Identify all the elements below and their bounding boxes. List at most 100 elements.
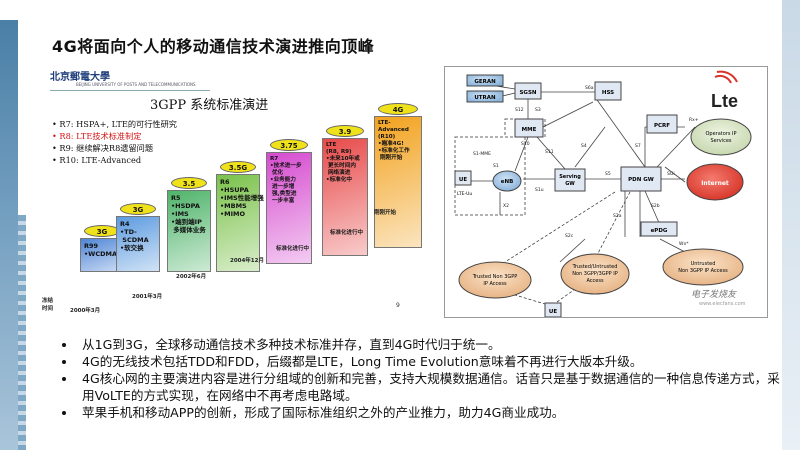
trusted-untrusted-node: Trusted/Untrusted Non 3GPP/3GPP IP Acces… bbox=[560, 253, 630, 295]
architecture-diagram: Lte GERAN UTRAN SGSN HSS MME PCRF bbox=[454, 70, 752, 317]
svg-text:SGSN: SGSN bbox=[519, 90, 536, 96]
figure-heading: 3GPP 系统标准演进 bbox=[150, 98, 269, 113]
svg-text:Trusted/Untrusted: Trusted/Untrusted bbox=[572, 264, 618, 270]
svg-text:S2c: S2c bbox=[565, 233, 574, 239]
slide-title: 4G将面向个人的移动通信技术演进推向顶峰 bbox=[52, 37, 375, 56]
bullet-dot bbox=[62, 411, 66, 415]
svg-text:S10: S10 bbox=[521, 141, 530, 147]
untrusted-non3gpp-node: Untrusted Non 3GPP IP Access bbox=[662, 248, 744, 286]
enb-node: eNB bbox=[492, 170, 522, 192]
freeze-date: 2002年6月 bbox=[176, 274, 207, 280]
status-note: 刚刚开始 bbox=[374, 210, 397, 216]
right-decoration bbox=[782, 0, 800, 450]
release-item: • R9: 继续解决R8遗留问题 bbox=[52, 143, 154, 153]
svg-text:PCRF: PCRF bbox=[654, 123, 670, 129]
geran-node: GERAN bbox=[466, 74, 504, 87]
watermark: 电子发烧友 bbox=[691, 290, 737, 300]
sgsn-node: SGSN bbox=[514, 82, 542, 100]
mme-node: MME bbox=[514, 118, 544, 138]
svg-text:X2: X2 bbox=[503, 203, 509, 209]
svg-text:HSS: HSS bbox=[602, 90, 614, 96]
freeze-date: 2000年3月 bbox=[70, 308, 101, 314]
serving-gw-node: Serving GW bbox=[554, 168, 586, 192]
header-divider bbox=[50, 90, 210, 91]
svg-text:S2b: S2b bbox=[651, 203, 660, 209]
bullet-item: 从1G到3G，全球移动通信技术多种技术标准并存，直到4G时代归于统一。 bbox=[60, 336, 780, 353]
left-decoration bbox=[0, 20, 18, 450]
evolution-step: R4 •TD- SCDMA •软交换 bbox=[116, 216, 160, 272]
generation-tag: 4G bbox=[378, 103, 418, 115]
evolution-step-text: R6 •HSUPA •IMS性能增强 •MBMS •MIMO bbox=[220, 178, 264, 218]
connection-lines bbox=[471, 84, 696, 263]
svg-text:SGi: SGi bbox=[667, 171, 675, 177]
bullet-item: 苹果手机和移动APP的创新，形成了国际标准组织之外的产业推力，助力4G商业成功。 bbox=[60, 404, 780, 421]
svg-text:Rx+: Rx+ bbox=[689, 117, 699, 123]
freeze-date: 2004年12月 bbox=[230, 258, 264, 264]
freeze-date: 2001年3月 bbox=[132, 294, 163, 300]
generation-tag: 3.75 bbox=[270, 139, 308, 151]
svg-text:UE: UE bbox=[459, 177, 467, 183]
evolution-step-text: LTE (R8, R9) •未来10年或 更长时间内 网络演进 •标准化中 bbox=[326, 142, 360, 183]
3gpp-evolution-figure: 北京郵電大學 BEIJING UNIVERSITY OF POSTS AND T… bbox=[40, 66, 430, 318]
evolution-step: R7 •技术进一步 优化 •业务能力 进一步增 强,类型进 一步丰富 bbox=[266, 152, 312, 264]
ue-node: UE bbox=[454, 170, 472, 186]
bullet-dot bbox=[62, 377, 66, 381]
evolution-step: LTE- Advanced (R10) •瞄准4G! •标准化工作 刚刚开始 bbox=[374, 116, 422, 248]
trusted-non3gpp-node: Trusted Non 3GPP IP Access bbox=[458, 261, 532, 299]
generation-tag: 3.5 bbox=[171, 177, 207, 189]
svg-text:S6a: S6a bbox=[585, 85, 594, 91]
evolution-step-text: LTE- Advanced (R10) •瞄准4G! •标准化工作 刚刚开始 bbox=[378, 120, 410, 161]
svg-text:IP Access: IP Access bbox=[483, 281, 507, 287]
university-name: 北京郵電大學 bbox=[50, 72, 110, 83]
bullet-list: 从1G到3G，全球移动通信技术多种技术标准并存，直到4G时代归于统一。 4G的无… bbox=[60, 336, 780, 421]
svg-text:GW: GW bbox=[565, 181, 575, 187]
university-name-en: BEIJING UNIVERSITY OF POSTS AND TELECOMM… bbox=[76, 82, 196, 87]
svg-text:Operators IP: Operators IP bbox=[705, 131, 736, 137]
svg-text:S3: S3 bbox=[535, 107, 541, 113]
release-item: • R7: HSPA+, LTE的可行性研究 bbox=[52, 119, 177, 129]
epdg-node: ePDG bbox=[640, 221, 678, 237]
svg-text:S5: S5 bbox=[605, 171, 611, 177]
svg-text:S1u: S1u bbox=[535, 187, 544, 193]
svg-text:S2a: S2a bbox=[613, 213, 622, 219]
svg-text:S12: S12 bbox=[515, 107, 524, 113]
evolution-step-text: R99 •WCDMA bbox=[84, 242, 117, 258]
generation-tag: 3.9 bbox=[326, 125, 364, 137]
evolution-step-text: R4 •TD- SCDMA •软交换 bbox=[120, 220, 149, 252]
svg-text:eNB: eNB bbox=[501, 179, 514, 185]
operators-ip-services-node: Operators IP Services bbox=[690, 118, 752, 156]
generation-tag: 3.5G bbox=[220, 161, 256, 173]
svg-text:S1-MME: S1-MME bbox=[473, 151, 491, 157]
generation-tag: 3G bbox=[84, 225, 120, 237]
bullet-dot bbox=[62, 343, 66, 347]
internet-node: Internet bbox=[686, 163, 744, 201]
svg-text:PDN GW: PDN GW bbox=[628, 177, 654, 183]
svg-text:Non 3GPP IP Access: Non 3GPP IP Access bbox=[678, 268, 728, 274]
svg-text:Trusted Non 3GPP: Trusted Non 3GPP bbox=[472, 274, 518, 280]
evolution-step-text: R5 •HSDPA •IMS •端到端IP 多媒体业务 bbox=[171, 194, 206, 234]
svg-text:S4: S4 bbox=[581, 143, 587, 149]
svg-text:S11: S11 bbox=[545, 149, 554, 155]
svg-text:UTRAN: UTRAN bbox=[474, 95, 496, 101]
svg-text:UE: UE bbox=[549, 309, 557, 315]
svg-text:GERAN: GERAN bbox=[474, 79, 496, 85]
bullet-item: 4G核心网的主要演进内容是进行分组域的创新和完善，支持大规模数据通信。话音只是基… bbox=[60, 370, 780, 404]
hss-node: HSS bbox=[594, 81, 622, 101]
svg-text:Lte: Lte bbox=[711, 91, 738, 111]
status-note: 标准化进行中 bbox=[276, 246, 310, 252]
evolution-step-text: R7 •技术进一步 优化 •业务能力 进一步增 强,类型进 一步丰富 bbox=[270, 156, 302, 204]
lte-architecture-figure: Lte GERAN UTRAN SGSN HSS MME PCRF bbox=[444, 66, 768, 318]
svg-text:Untrusted: Untrusted bbox=[691, 261, 716, 267]
pdn-gw-node: PDN GW bbox=[620, 166, 662, 192]
freeze-time-label: 冻结 时间 bbox=[42, 298, 54, 312]
watermark-url: www.elecfans.com bbox=[699, 301, 746, 307]
evolution-step: LTE (R8, R9) •未来10年或 更长时间内 网络演进 •标准化中 bbox=[322, 138, 368, 256]
lte-uu-label: LTE-Uu bbox=[457, 191, 472, 197]
bullet-dot bbox=[62, 360, 66, 364]
svg-text:S7: S7 bbox=[635, 143, 641, 149]
svg-text:Internet: Internet bbox=[701, 180, 729, 187]
status-note: 标准化进行中 bbox=[330, 230, 364, 236]
svg-text:Services: Services bbox=[710, 138, 731, 144]
bullet-item: 4G的无线技术包括TDD和FDD，后缀都是LTE，Long Time Evolu… bbox=[60, 353, 780, 370]
generation-tag: 3G bbox=[120, 203, 156, 215]
